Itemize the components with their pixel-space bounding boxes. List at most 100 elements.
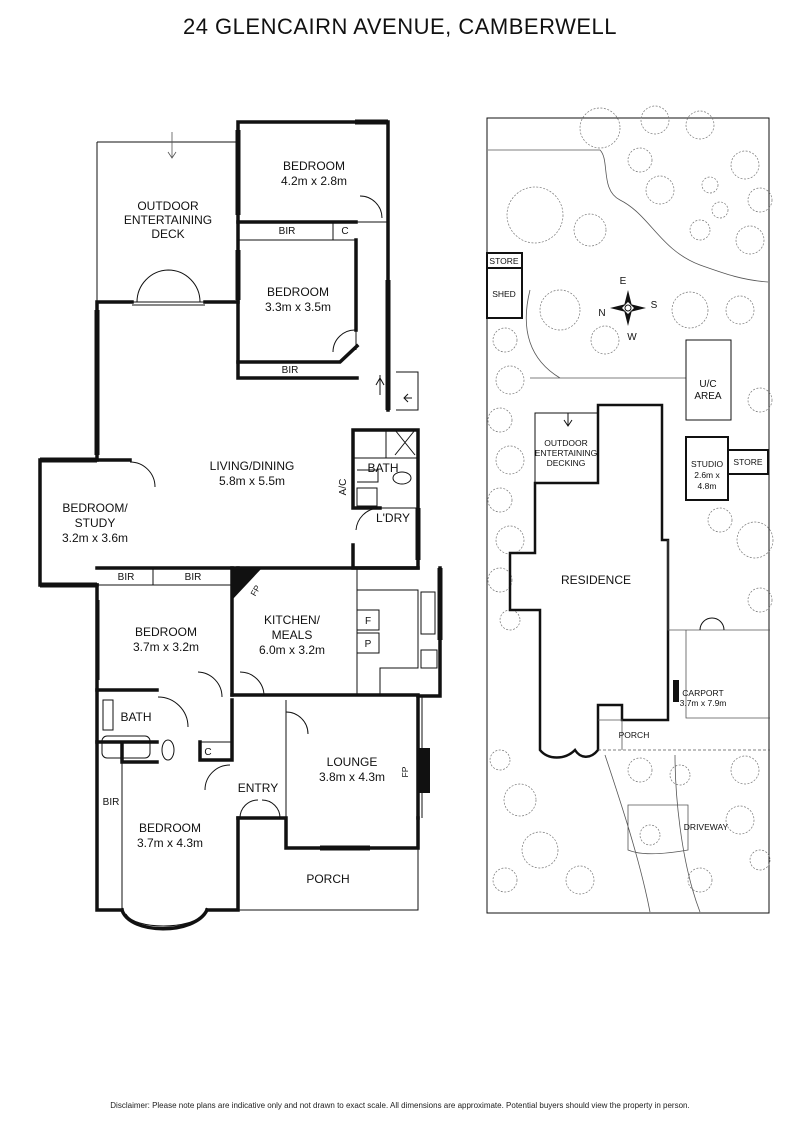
bedroom-top-size: 4.2m x 2.8m <box>281 174 347 188</box>
door-swing <box>285 711 309 735</box>
pantry <box>356 632 380 654</box>
carport-name: CARPORT <box>682 688 723 698</box>
site-plan: STORE SHED E N S W U/C AREA OUTDOOR ENTE… <box>486 105 774 914</box>
bir-label: BIR <box>118 572 135 583</box>
cupboard-label: C <box>204 747 211 758</box>
kitchen-name-1: KITCHEN/ <box>264 613 321 627</box>
door-swing <box>204 764 231 791</box>
site-decking-2: ENTERTAINING <box>535 448 598 458</box>
bir-label: BIR <box>282 365 299 376</box>
driveway-label: DRIVEWAY <box>684 822 729 832</box>
bedroom-front-size: 3.7m x 4.3m <box>137 836 203 850</box>
bedroom-2-size: 3.3m x 3.5m <box>265 300 331 314</box>
study-size: 3.2m x 3.6m <box>62 531 128 545</box>
door-swing <box>129 461 156 488</box>
window <box>40 457 97 588</box>
door-swing <box>355 507 379 531</box>
site-porch-label: PORCH <box>619 730 650 740</box>
fireplace-label: FP <box>400 766 410 777</box>
door-swing <box>359 195 383 219</box>
window <box>235 130 241 300</box>
bath-upper-label: BATH <box>367 461 398 475</box>
window <box>94 310 100 455</box>
bay-window <box>119 907 210 931</box>
compass-e: E <box>620 276 627 287</box>
door-swing <box>197 671 223 698</box>
arrow <box>375 375 385 395</box>
bedroom-3-size: 3.7m x 3.2m <box>133 640 199 654</box>
site-shed-label: SHED <box>492 289 516 299</box>
uc-area-2: AREA <box>694 391 722 402</box>
bir-dividers <box>97 568 238 586</box>
compass-icon <box>610 290 646 326</box>
garden-path <box>525 289 686 379</box>
bath-lower-label: BATH <box>120 710 151 724</box>
compass-w: W <box>627 332 637 343</box>
site-boundary <box>486 117 770 914</box>
bedroom-2-name: BEDROOM <box>267 285 329 299</box>
garden-path <box>488 149 769 283</box>
site-doors <box>699 617 725 631</box>
cooktop <box>420 649 438 669</box>
carport-outline <box>598 540 770 750</box>
bir-label: BIR <box>103 797 120 808</box>
bir-label: BIR <box>279 226 296 237</box>
residence-label: RESIDENCE <box>561 573 631 587</box>
fridge-space <box>356 609 380 631</box>
uc-area <box>685 339 732 421</box>
floor-plan: OUTDOOR ENTERTAINING DECK BEDROOM 4.2m x… <box>38 119 443 931</box>
kitchen-size: 6.0m x 3.2m <box>259 643 325 657</box>
bedroom-3-name: BEDROOM <box>135 625 197 639</box>
door-swing <box>239 671 265 697</box>
compass-s: S <box>651 300 658 311</box>
kitchen-name-2: MEALS <box>272 628 313 642</box>
site-store-side-label: STORE <box>733 457 762 467</box>
fireplace-block <box>232 568 262 600</box>
living-dining-name: LIVING/DINING <box>210 459 295 473</box>
lounge-size: 3.8m x 4.3m <box>319 770 385 784</box>
driveway-outline <box>604 754 701 913</box>
site-store-label: STORE <box>489 256 518 266</box>
rear-bedrooms-walls <box>236 120 390 412</box>
vanity <box>357 469 379 483</box>
site-decking-3: DECKING <box>547 458 586 468</box>
carport-size: 3.7m x 7.9m <box>680 698 727 708</box>
bedroom-front-name: BEDROOM <box>139 821 201 835</box>
pantry-label: P <box>365 639 372 650</box>
vanity <box>102 699 114 731</box>
carport-marker <box>673 680 679 702</box>
page-title: 24 GLENCAIRN AVENUE, CAMBERWELL <box>182 14 618 39</box>
studio-name: STUDIO <box>691 459 724 469</box>
entry-label: ENTRY <box>238 781 278 795</box>
door-swing <box>157 696 189 728</box>
garden-trees <box>487 105 774 895</box>
kitchen-walls <box>230 566 442 698</box>
front-doors <box>239 799 281 819</box>
study-name-1: BEDROOM/ <box>62 501 128 515</box>
site-shed <box>486 267 523 319</box>
toilet <box>161 739 175 761</box>
lower-west-walls <box>95 688 240 912</box>
porch-outline <box>238 848 419 911</box>
window <box>415 508 421 560</box>
toilet <box>392 471 412 485</box>
french-doors <box>136 269 201 303</box>
study-name-2: STUDY <box>75 516 116 530</box>
window <box>355 119 388 125</box>
fireplace-label: FP <box>248 583 262 598</box>
deck-arrow <box>167 132 177 159</box>
studio-size-1: 2.6m x <box>694 470 720 480</box>
cupboard-label: C <box>341 226 348 237</box>
sliding-door <box>132 301 205 306</box>
sink <box>420 591 436 635</box>
window <box>320 845 370 851</box>
bathtub <box>101 735 151 759</box>
deck-label-1: OUTDOOR <box>137 199 199 213</box>
lounge-name: LOUNGE <box>327 755 378 769</box>
living-dining-size: 5.8m x 5.5m <box>219 474 285 488</box>
bay-window-inner <box>125 913 204 927</box>
fridge-label: F <box>365 616 371 627</box>
compass-n: N <box>598 308 605 319</box>
living-north-wall <box>95 300 240 462</box>
ac-label: A/C <box>338 479 349 496</box>
